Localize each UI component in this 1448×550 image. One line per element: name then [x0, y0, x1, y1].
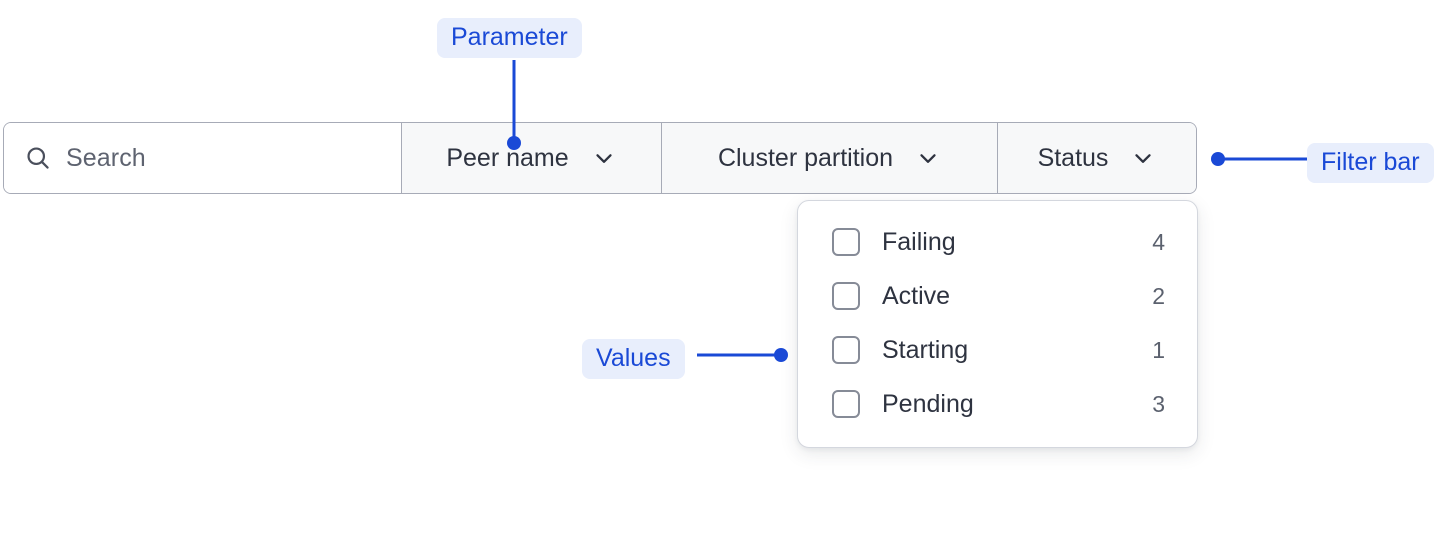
status-dropdown-panel: Failing 4 Active 2 Starting 1 Pending 3: [797, 200, 1198, 448]
dropdown-option-label: Starting: [882, 335, 969, 364]
dropdown-option-active[interactable]: Active 2: [798, 269, 1197, 323]
checkbox[interactable]: [832, 390, 860, 418]
search-placeholder: Search: [66, 143, 146, 172]
dropdown-option-failing[interactable]: Failing 4: [798, 215, 1197, 269]
checkbox[interactable]: [832, 336, 860, 364]
dropdown-option-label: Failing: [882, 227, 956, 256]
dropdown-option-count: 3: [1152, 390, 1165, 417]
dropdown-option-count: 1: [1152, 336, 1165, 363]
search-icon: [24, 144, 52, 172]
checkbox[interactable]: [832, 282, 860, 310]
annotation-label-filter-bar: Filter bar: [1307, 143, 1434, 183]
filter-dropdown-cluster-partition[interactable]: Cluster partition: [662, 123, 998, 193]
filter-bar: Search Peer name Cluster partition Statu…: [3, 122, 1197, 194]
filter-dropdown-peer-name[interactable]: Peer name: [402, 123, 662, 193]
dropdown-option-count: 4: [1152, 228, 1165, 255]
dropdown-option-pending[interactable]: Pending 3: [798, 377, 1197, 431]
dropdown-option-label: Pending: [882, 389, 974, 418]
dropdown-option-starting[interactable]: Starting 1: [798, 323, 1197, 377]
annotation-label-values: Values: [582, 339, 685, 379]
checkbox[interactable]: [832, 228, 860, 256]
search-input[interactable]: Search: [4, 123, 402, 193]
filter-dropdown-label: Status: [1037, 143, 1109, 172]
chevron-down-icon: [1130, 145, 1156, 171]
dropdown-option-label: Active: [882, 281, 951, 310]
filter-dropdown-label: Peer name: [446, 143, 569, 172]
filter-dropdown-status[interactable]: Status: [998, 123, 1196, 193]
dropdown-option-count: 2: [1152, 282, 1165, 309]
filter-dropdown-label: Cluster partition: [717, 143, 894, 172]
chevron-down-icon: [915, 145, 941, 171]
chevron-down-icon: [591, 145, 617, 171]
annotation-label-parameter: Parameter: [437, 18, 582, 58]
